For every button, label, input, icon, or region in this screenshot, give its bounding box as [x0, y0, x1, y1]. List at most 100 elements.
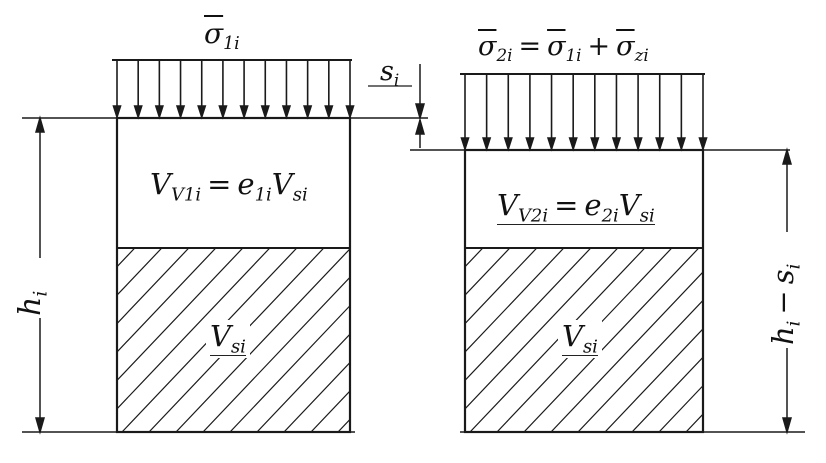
load-arrow-head [112, 105, 122, 120]
right-height-h-sub: i [783, 320, 805, 327]
right-void-equation: VV2i=e2iVsi [497, 188, 655, 225]
right-height-s: s [766, 269, 800, 285]
hatch-line [577, 299, 703, 432]
left-load-arrows [112, 59, 355, 120]
right-height-label: hi−si [766, 260, 805, 348]
load-arrow-head [460, 137, 470, 152]
right-void-eq: = [554, 188, 579, 222]
load-arrow-head [175, 105, 186, 120]
left-solid-underlined: Vsi [210, 319, 246, 356]
left-soil-column [115, 116, 352, 434]
right-void-v: V [497, 188, 518, 222]
right-height-dimension [782, 147, 792, 435]
load-arrow-head [525, 137, 535, 152]
hatch-line [229, 304, 350, 432]
hatch-line [283, 361, 350, 432]
right-void-underlined: VV2i=e2iVsi [497, 188, 655, 225]
left-void-equation: VV1i=e1iVsi [150, 170, 308, 204]
load-arrow-head [655, 137, 665, 152]
left-load-label: σ1i [204, 20, 240, 53]
load-arrow-head [218, 105, 228, 120]
left-void-v: V [150, 167, 171, 201]
right-solid-label: Vsi [558, 319, 602, 359]
hatch-line [365, 248, 540, 432]
hatch-line [337, 418, 350, 432]
hatch-line [465, 248, 538, 325]
load-arrow-head [546, 137, 557, 152]
load-arrow-head [197, 105, 207, 120]
left-column [0, 59, 540, 435]
right-void-e-sub: 2i [601, 205, 619, 227]
hatch-line [465, 248, 511, 297]
hatch-line [117, 248, 271, 410]
load-arrow-head [324, 105, 334, 120]
right-load-plus: + [587, 31, 611, 62]
right-void-e: e [584, 188, 602, 222]
right-load-sigmaz: σ [616, 31, 635, 62]
load-arrow-head [611, 137, 622, 152]
left-load-sigma-sub: 1i [223, 34, 240, 55]
load-arrow-head [281, 105, 292, 120]
hatch-line [117, 248, 136, 268]
right-load-sigmaz-sub: zi [634, 44, 649, 65]
settlement-dimension [368, 64, 425, 148]
right-solid-v-sub: si [582, 336, 598, 358]
right-load-sigma2-sub: 2i [496, 44, 513, 65]
hatch-line [465, 248, 619, 410]
load-arrow-head [154, 105, 164, 120]
left-void-v-sub: V1i [170, 184, 202, 206]
hatch-line [117, 248, 217, 353]
right-solid-underlined: Vsi [562, 319, 598, 356]
left-void-e-sub: 1i [254, 184, 272, 206]
load-arrow-head [676, 137, 686, 152]
right-void-vs-sub: si [639, 205, 655, 227]
load-arrow-head [133, 105, 143, 120]
right-load-sigma1-sub: 1i [565, 44, 582, 65]
left-solid-v: V [210, 319, 231, 353]
load-arrow-head [503, 137, 513, 152]
hatch-line [465, 248, 565, 353]
hatch-line [281, 248, 456, 432]
load-arrow-head [482, 137, 492, 152]
hatch-line [604, 327, 703, 432]
hatch-line [117, 248, 163, 297]
right-solid-hatching [281, 248, 703, 432]
load-arrow-head [568, 137, 578, 152]
load-arrow-head [590, 137, 600, 152]
left-solid-label: Vsi [206, 319, 250, 359]
right-height-h: h [766, 326, 800, 345]
settlement-s: s [380, 56, 394, 87]
settlement-s-sub: i [393, 69, 400, 90]
left-void-vs-sub: si [292, 184, 308, 206]
hatch-line [523, 248, 700, 432]
hatch-line [117, 248, 190, 325]
left-load-sigma: σ [204, 17, 224, 50]
hatch-line [0, 248, 108, 432]
hatch-line [658, 384, 703, 432]
hatch-line [310, 390, 350, 432]
load-arrow-head [303, 105, 313, 120]
right-load-eq: = [518, 31, 542, 62]
settlement-label: si [380, 58, 399, 89]
hatch-line [631, 356, 703, 432]
load-arrow-head [345, 105, 355, 120]
load-arrow-head [698, 137, 708, 152]
right-height-s-sub: i [783, 263, 805, 270]
left-solid-hatching [0, 248, 540, 432]
hatch-line [117, 248, 244, 382]
left-height-h-sub: i [30, 290, 52, 297]
right-column [281, 64, 805, 435]
right-load-sigma1: σ [547, 31, 566, 62]
right-load-equation: σ2i=σ1i+σzi [478, 33, 649, 64]
hatch-line [469, 248, 646, 432]
hatch-line [175, 248, 350, 432]
right-load-sigma2: σ [478, 31, 497, 62]
left-height-h: h [13, 296, 48, 316]
load-arrow-head [239, 105, 249, 120]
left-height-label: hi [13, 288, 52, 318]
load-arrow-head [633, 137, 643, 152]
right-solid-v: V [562, 319, 583, 353]
hatch-line [550, 271, 703, 432]
left-void-vs: V [271, 167, 293, 201]
